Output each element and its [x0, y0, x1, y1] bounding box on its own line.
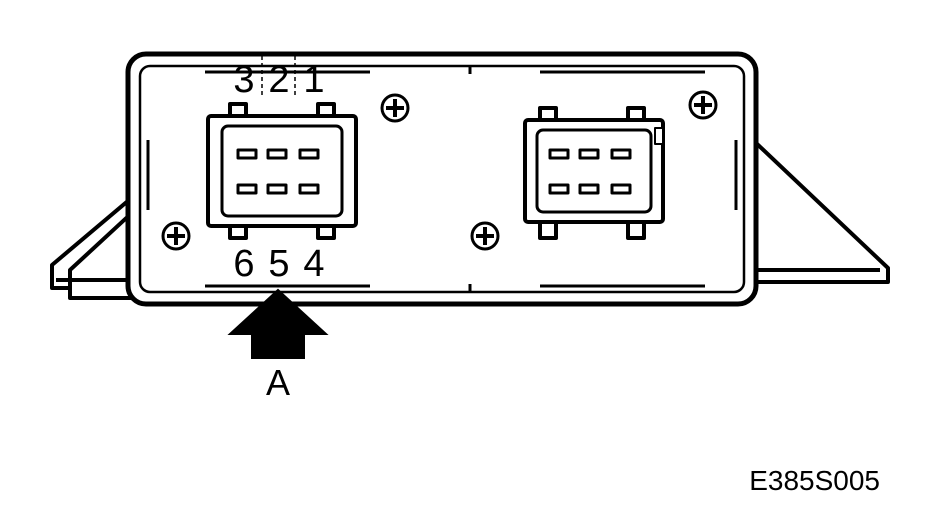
connector-left: [206, 102, 358, 240]
screw-icon: [688, 90, 718, 120]
pin-label-2: 2: [268, 59, 289, 101]
connector-right: [523, 106, 665, 240]
screw-icon: [380, 93, 410, 123]
connector-right-pins: [548, 148, 632, 195]
right-bracket: [753, 140, 890, 284]
pin-label-1: 1: [303, 59, 324, 101]
view-arrow: [227, 288, 329, 359]
connector-left-pins: [236, 148, 320, 195]
pin-label-4: 4: [303, 243, 324, 285]
left-bracket: [50, 193, 137, 300]
pin-label-6: 6: [233, 243, 254, 285]
pin-label-3: 3: [233, 59, 254, 101]
screw-icon: [470, 221, 500, 251]
pin-label-5: 5: [268, 243, 289, 285]
callout-label: A: [266, 362, 290, 403]
screw-icon: [161, 221, 191, 251]
figure-code: E385S005: [749, 465, 880, 496]
